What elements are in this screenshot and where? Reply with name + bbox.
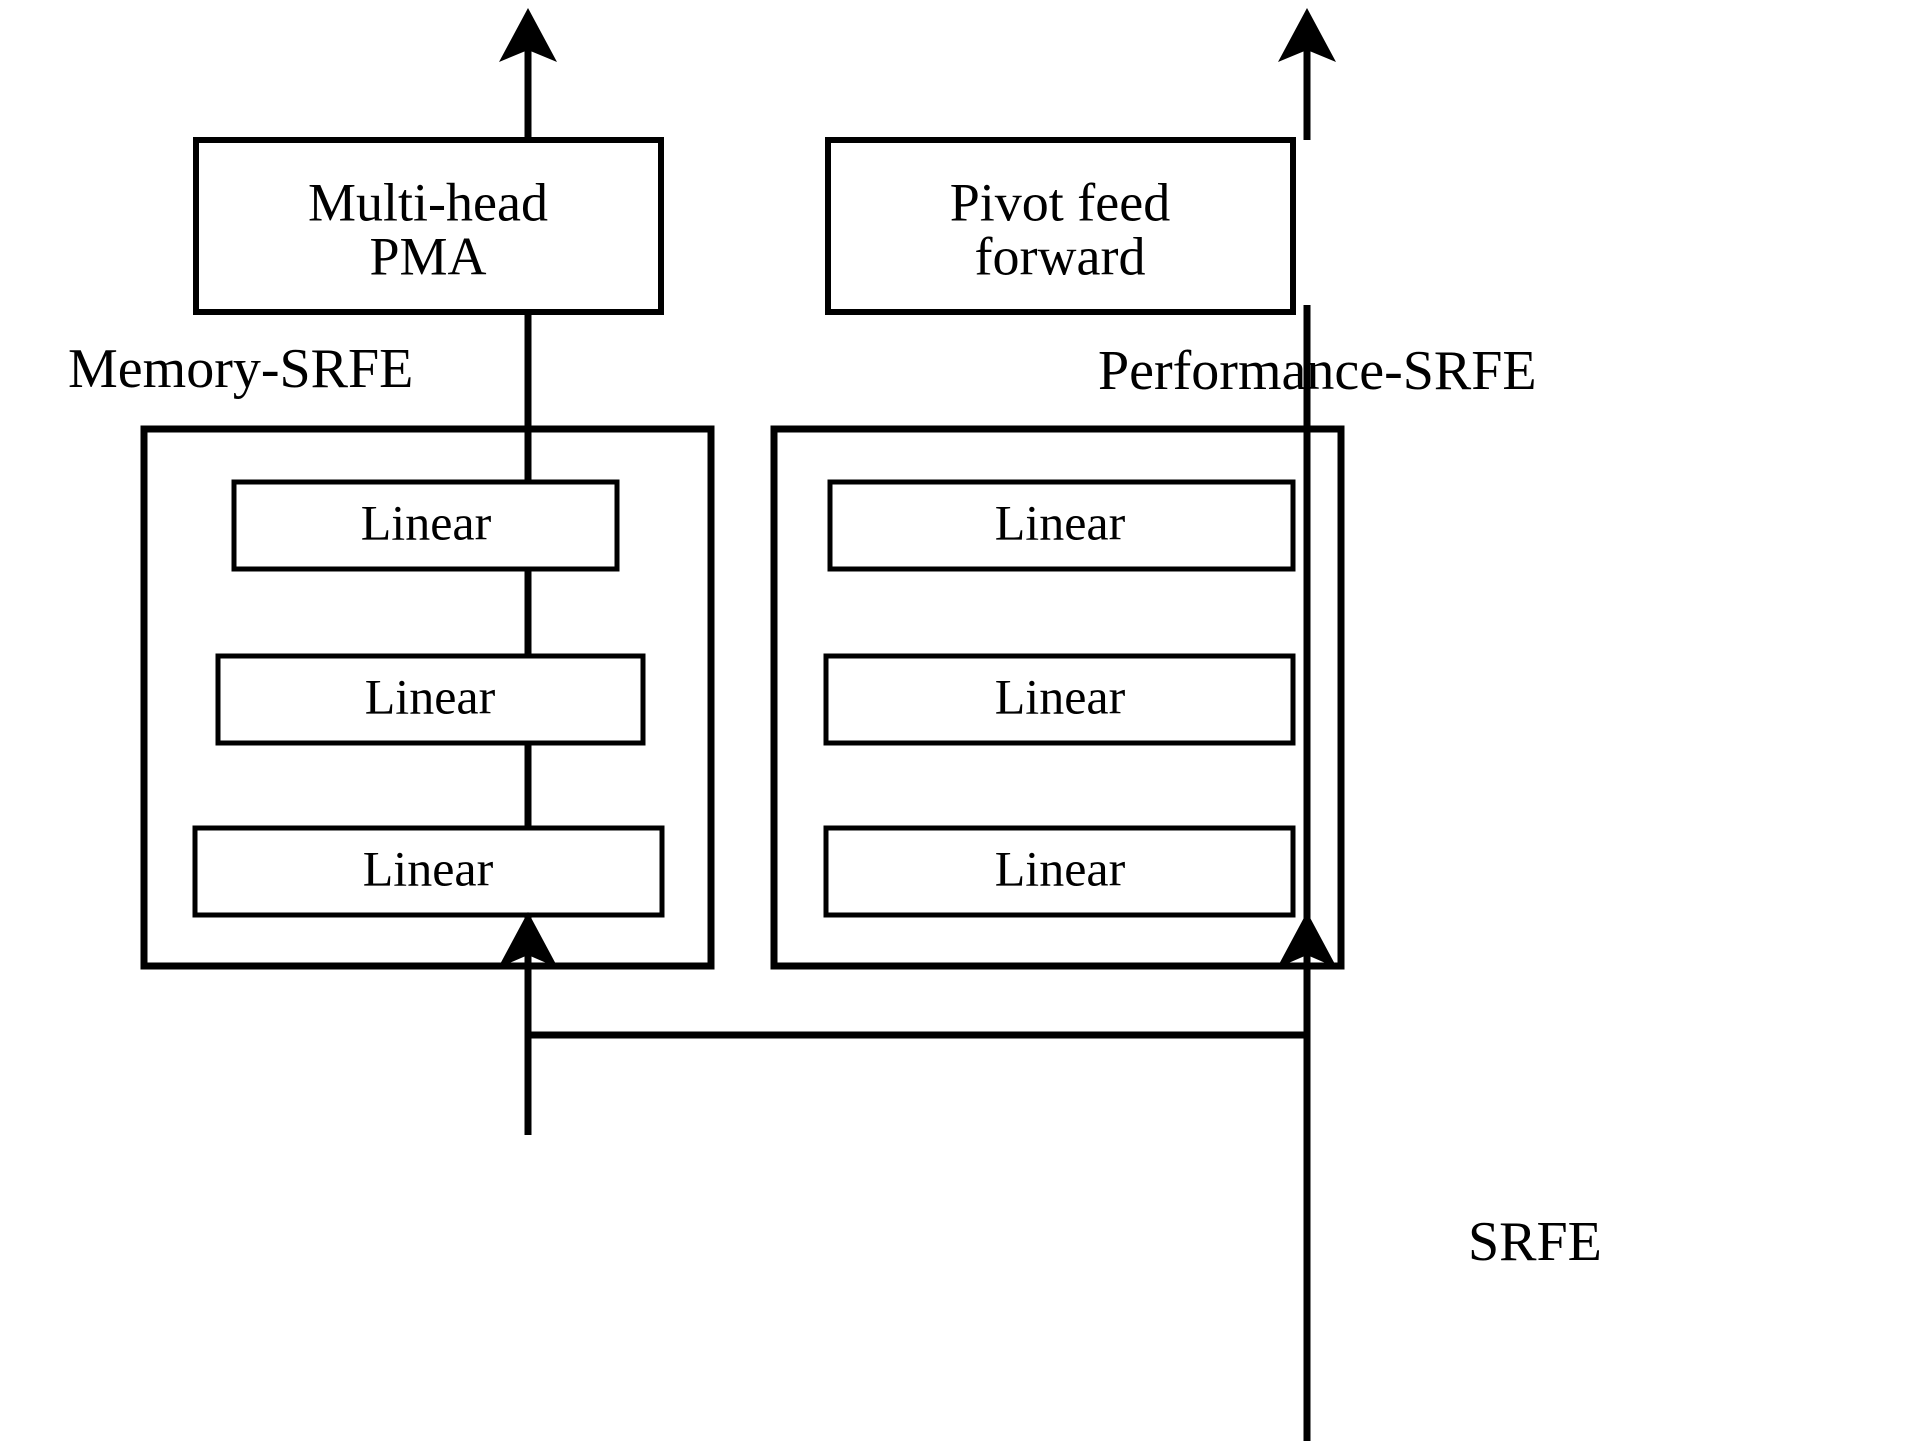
performance-linear-label-1: Linear bbox=[995, 494, 1126, 550]
memory-linear-block-3[interactable] bbox=[192, 825, 665, 918]
multi-head-pma-box[interactable] bbox=[193, 137, 664, 315]
arrowhead-left-input-icon bbox=[498, 912, 558, 968]
arrowhead-left-output-icon bbox=[499, 8, 557, 62]
memory-linear-block-1[interactable] bbox=[231, 479, 620, 572]
performance-linear-label-2: Linear bbox=[995, 668, 1126, 724]
memory-linear-label-3: Linear bbox=[363, 840, 494, 896]
performance-linear-block-3[interactable] bbox=[823, 825, 1296, 918]
memory-linear-label-1: Linear bbox=[361, 494, 492, 550]
performance-linear-block-2[interactable] bbox=[823, 653, 1296, 746]
memory-linear-block-2[interactable] bbox=[215, 653, 646, 746]
performance-linear-label-3: Linear bbox=[995, 840, 1126, 896]
srfe-label: SRFE bbox=[1468, 1211, 1602, 1273]
memory-linear-label-2: Linear bbox=[365, 668, 496, 724]
multi-head-pma-label-line1: Multi-head bbox=[308, 172, 548, 232]
arrowhead-right-input-icon bbox=[1277, 912, 1337, 968]
pivot-feed-forward-box[interactable] bbox=[825, 137, 1296, 315]
pivot-feed-forward-label-line1: Pivot feed bbox=[950, 172, 1170, 232]
memory-srfe-label: Memory-SRFE bbox=[68, 338, 413, 400]
performance-srfe-label: Performance-SRFE bbox=[1098, 340, 1537, 402]
memory-srfe-container[interactable] bbox=[140, 425, 715, 970]
arrowhead-right-output-icon bbox=[1278, 8, 1336, 62]
multi-head-pma-label-line2: PMA bbox=[369, 226, 486, 286]
performance-srfe-container[interactable] bbox=[770, 425, 1345, 970]
performance-linear-block-1[interactable] bbox=[827, 479, 1296, 572]
pivot-feed-forward-label-line2: forward bbox=[975, 226, 1146, 286]
